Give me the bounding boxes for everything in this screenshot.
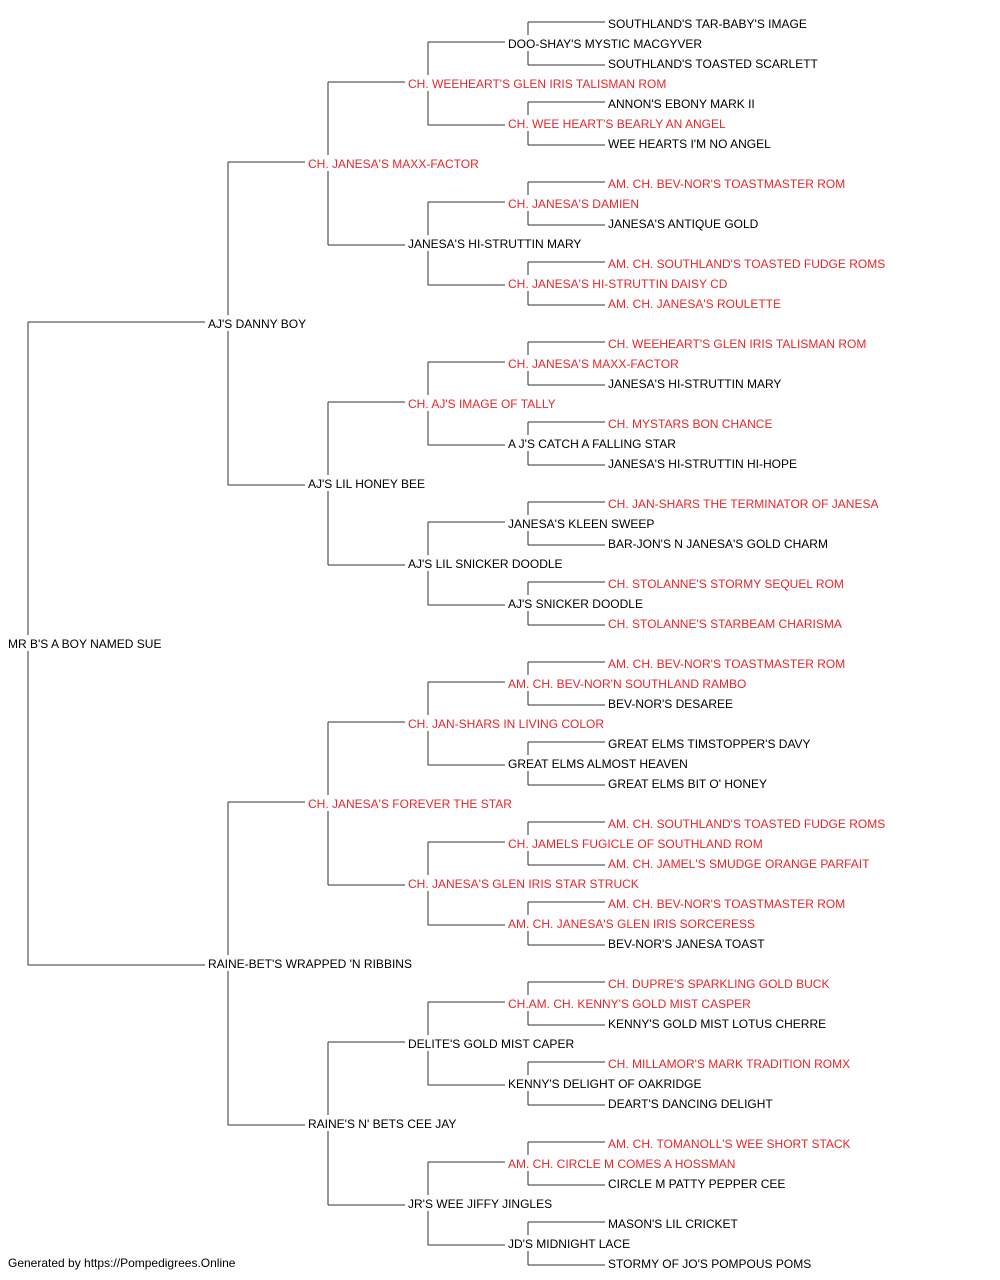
dog-name-gen5: AM. CH. BEV-NOR'S TOASTMASTER ROM	[608, 177, 845, 191]
dog-name-gen5: CH. MYSTARS BON CHANCE	[608, 417, 772, 431]
dog-name-gen4: CH. JANESA'S MAXX-FACTOR	[508, 357, 679, 371]
dog-name-gen5: AM. CH. JANESA'S ROULETTE	[608, 297, 781, 311]
dog-name-gen5: BAR-JON'S N JANESA'S GOLD CHARM	[608, 537, 828, 551]
dog-name-gen5: JANESA'S ANTIQUE GOLD	[608, 217, 759, 231]
dog-name-gen5: JANESA'S HI-STRUTTIN MARY	[608, 377, 781, 391]
dog-name-gen5: BEV-NOR'S DESAREE	[608, 697, 733, 711]
dog-name-gen3: CH. JANESA'S GLEN IRIS STAR STRUCK	[408, 877, 639, 891]
dog-name-gen2: RAINE'S N' BETS CEE JAY	[308, 1117, 456, 1131]
dog-name-gen2: AJ'S LIL HONEY BEE	[308, 477, 425, 491]
dog-name-gen3: JR'S WEE JIFFY JINGLES	[408, 1197, 552, 1211]
dog-name-gen1: AJ'S DANNY BOY	[208, 317, 306, 331]
dog-name-gen3: CH. AJ'S IMAGE OF TALLY	[408, 397, 556, 411]
dog-name-gen4: JANESA'S KLEEN SWEEP	[508, 517, 654, 531]
dog-name-gen5: DEART'S DANCING DELIGHT	[608, 1097, 773, 1111]
footer-credit: Generated by https://Pompedigrees.Online	[8, 1256, 236, 1270]
dog-name-gen4: AM. CH. JANESA'S GLEN IRIS SORCERESS	[508, 917, 755, 931]
dog-name-gen4: CH. JAMELS FUGICLE OF SOUTHLAND ROM	[508, 837, 763, 851]
dog-name-gen3: CH. WEEHEART'S GLEN IRIS TALISMAN ROM	[408, 77, 666, 91]
dog-name-gen3: JANESA'S HI-STRUTTIN MARY	[408, 237, 581, 251]
dog-name-gen5: CIRCLE M PATTY PEPPER CEE	[608, 1177, 785, 1191]
dog-name-gen4: CH. WEE HEART'S BEARLY AN ANGEL	[508, 117, 726, 131]
dog-name-gen5: AM. CH. BEV-NOR'S TOASTMASTER ROM	[608, 897, 845, 911]
dog-name-gen5: CH. WEEHEART'S GLEN IRIS TALISMAN ROM	[608, 337, 866, 351]
dog-name-gen5: WEE HEARTS I'M NO ANGEL	[608, 137, 771, 151]
dog-name-gen4: GREAT ELMS ALMOST HEAVEN	[508, 757, 688, 771]
dog-name-gen5: CH. MILLAMOR'S MARK TRADITION ROMX	[608, 1057, 850, 1071]
dog-name-gen5: AM. CH. SOUTHLAND'S TOASTED FUDGE ROMS	[608, 817, 885, 831]
dog-name-gen4: CH. JANESA'S HI-STRUTTIN DAISY CD	[508, 277, 728, 291]
dog-name-gen5: CH. JAN-SHARS THE TERMINATOR OF JANESA	[608, 497, 878, 511]
dog-name-gen2: CH. JANESA'S MAXX-FACTOR	[308, 157, 479, 171]
dog-name-gen5: BEV-NOR'S JANESA TOAST	[608, 937, 765, 951]
dog-name-gen4: CH. JANESA'S DAMIEN	[508, 197, 639, 211]
dog-name-gen5: CH. DUPRE'S SPARKLING GOLD BUCK	[608, 977, 829, 991]
dog-name-gen5: GREAT ELMS TIMSTOPPER'S DAVY	[608, 737, 811, 751]
dog-name-gen3: AJ'S LIL SNICKER DOODLE	[408, 557, 563, 571]
dog-name-gen5: CH. STOLANNE'S STARBEAM CHARISMA	[608, 617, 842, 631]
dog-name-gen4: AM. CH. CIRCLE M COMES A HOSSMAN	[508, 1157, 735, 1171]
dog-name-gen4: CH.AM. CH. KENNY'S GOLD MIST CASPER	[508, 997, 751, 1011]
dog-name-gen5: CH. STOLANNE'S STORMY SEQUEL ROM	[608, 577, 844, 591]
dog-name-gen5: STORMY OF JO'S POMPOUS POMS	[608, 1257, 811, 1271]
dog-name-gen0: MR B'S A BOY NAMED SUE	[8, 637, 161, 651]
dog-name-gen5: AM. CH. SOUTHLAND'S TOASTED FUDGE ROMS	[608, 257, 885, 271]
dog-name-gen5: SOUTHLAND'S TAR-BABY'S IMAGE	[608, 17, 807, 31]
dog-name-gen5: KENNY'S GOLD MIST LOTUS CHERRE	[608, 1017, 826, 1031]
dog-name-gen4: A J'S CATCH A FALLING STAR	[508, 437, 676, 451]
dog-name-gen4: KENNY'S DELIGHT OF OAKRIDGE	[508, 1077, 701, 1091]
dog-name-gen4: JD'S MIDNIGHT LACE	[508, 1237, 630, 1251]
dog-name-gen5: ANNON'S EBONY MARK II	[608, 97, 755, 111]
dog-name-gen3: DELITE'S GOLD MIST CAPER	[408, 1037, 574, 1051]
dog-name-gen4: AJ'S SNICKER DOODLE	[508, 597, 643, 611]
dog-name-gen5: MASON'S LIL CRICKET	[608, 1217, 739, 1231]
dog-name-gen2: CH. JANESA'S FOREVER THE STAR	[308, 797, 512, 811]
dog-name-gen5: JANESA'S HI-STRUTTIN HI-HOPE	[608, 457, 797, 471]
dog-name-gen4: AM. CH. BEV-NOR'N SOUTHLAND RAMBO	[508, 677, 746, 691]
dog-name-gen3: CH. JAN-SHARS IN LIVING COLOR	[408, 717, 604, 731]
dog-name-gen5: SOUTHLAND'S TOASTED SCARLETT	[608, 57, 819, 71]
dog-name-gen4: DOO-SHAY'S MYSTIC MACGYVER	[508, 37, 702, 51]
dog-name-gen5: GREAT ELMS BIT O' HONEY	[608, 777, 767, 791]
dog-name-gen1: RAINE-BET'S WRAPPED 'N RIBBINS	[208, 957, 412, 971]
dog-name-gen5: AM. CH. BEV-NOR'S TOASTMASTER ROM	[608, 657, 845, 671]
dog-name-gen5: AM. CH. JAMEL'S SMUDGE ORANGE PARFAIT	[608, 857, 870, 871]
dog-name-gen5: AM. CH. TOMANOLL'S WEE SHORT STACK	[608, 1137, 851, 1151]
